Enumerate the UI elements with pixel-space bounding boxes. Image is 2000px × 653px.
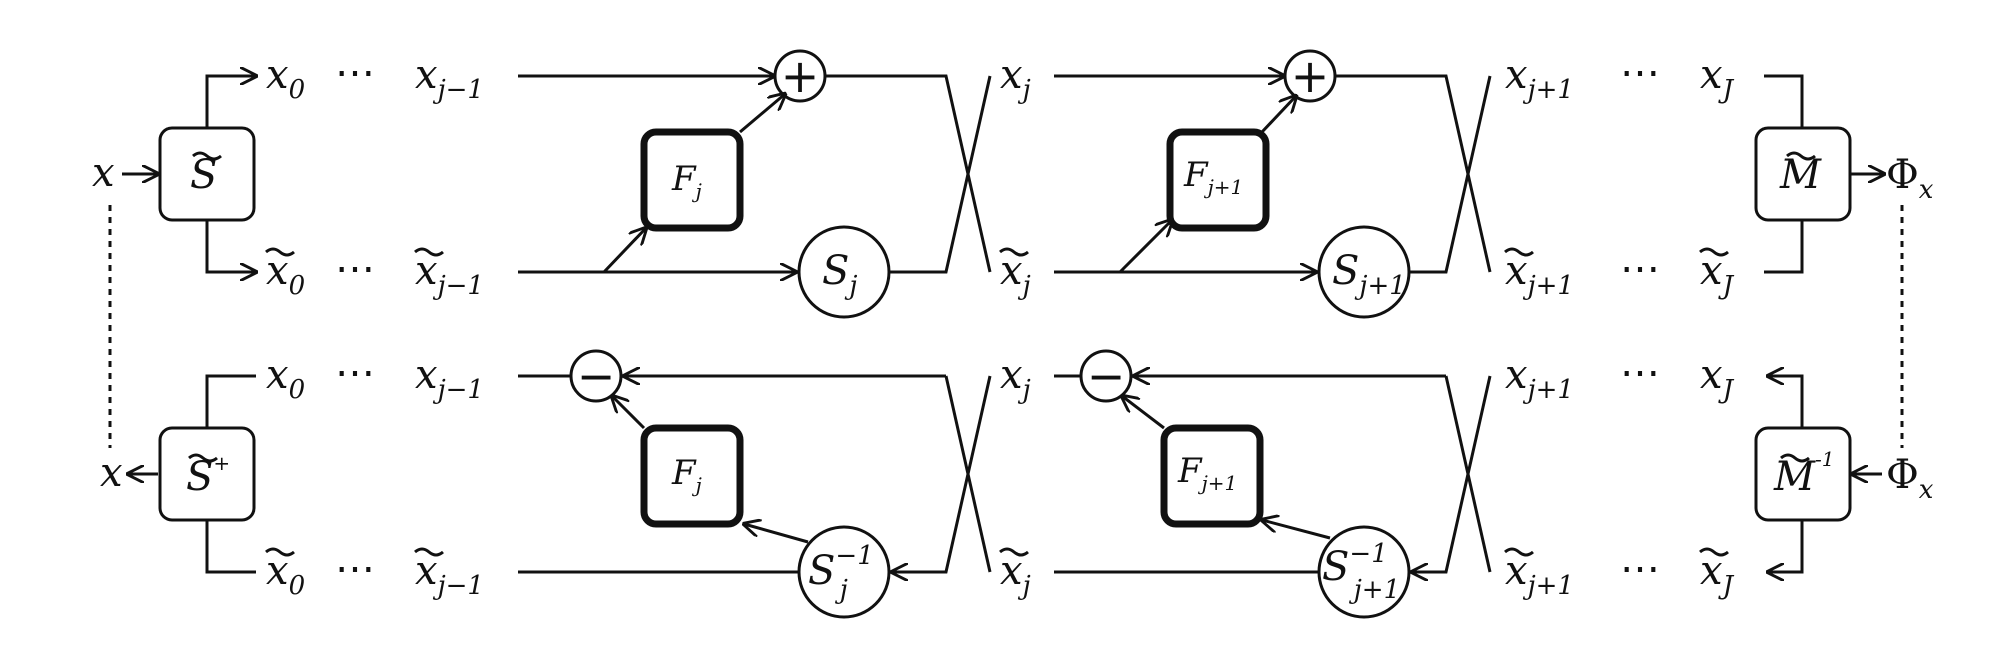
- dots-top-3: ⋯: [1620, 50, 1660, 96]
- invF1-to-minus-arrow: [612, 396, 646, 430]
- tilde-mark: [1699, 547, 1729, 557]
- output-phi-label: Φx: [1886, 152, 1934, 205]
- plus-node-2: [1283, 49, 1337, 103]
- F-block-2: [1166, 128, 1270, 232]
- invS1-to-F-arrow: [744, 524, 809, 544]
- inv-F-block-1: [640, 424, 744, 528]
- xj1-label: xj+1: [1505, 52, 1574, 105]
- inverse-merger-box: [1754, 426, 1852, 522]
- inv-S-block-2: [1317, 525, 1411, 619]
- inverse-merge-top: [205, 374, 256, 428]
- xj-tilde-label: xj: [1000, 248, 1031, 301]
- invF2-to-minus-arrow: [1122, 396, 1165, 430]
- tilde-mark: [265, 247, 295, 257]
- cross-1-b: [889, 75, 992, 274]
- plus-sign: +: [781, 49, 820, 103]
- cross-2-b: [1409, 75, 1492, 274]
- tilde-mark: [1504, 247, 1534, 257]
- inv-xjm1-label: xj−1: [415, 352, 484, 405]
- xjm1-tilde-label: xj−1: [415, 248, 484, 301]
- inv-F-block-2: [1160, 424, 1264, 528]
- inv-cross-1-a: [892, 375, 992, 572]
- inv-xj-label: xj: [1000, 352, 1031, 405]
- branch-arrow-2: [1118, 220, 1172, 274]
- F-block-1: [640, 128, 744, 232]
- S-block-2-label: Sj+1: [1332, 248, 1406, 301]
- inv-xj-tilde-label: xj: [1000, 548, 1031, 601]
- inv-F-block-2-label: Fj+1: [1177, 451, 1237, 495]
- split-bottom-arrow: [205, 220, 256, 272]
- merge-bottom-wire: [1764, 220, 1804, 274]
- forward-pass: x S x0 ⋯ xj−1 x0 ⋯ xj−1 + Fj Sj xj xj: [92, 49, 1934, 319]
- tilde-mark: [999, 547, 1029, 557]
- minus-sign: −: [577, 349, 616, 403]
- F1-to-plus-arrow: [739, 94, 785, 134]
- split-top-arrow: [205, 76, 256, 128]
- inv-xj1-tilde-label: xj+1: [1505, 548, 1574, 601]
- F-block-2-label: Fj+1: [1183, 155, 1243, 199]
- inv-cross-2-a: [1412, 375, 1492, 572]
- inv-xJ-label: xJ: [1700, 352, 1735, 405]
- tilde-mark: [1504, 547, 1534, 557]
- inv-cross-1-b: [944, 375, 992, 573]
- tilde-mark: [1699, 247, 1729, 257]
- xJ-label: xJ: [1700, 52, 1735, 105]
- inv-split-top: [1768, 376, 1804, 428]
- inv-cross-2-b: [1444, 375, 1492, 573]
- inverse-merge-bottom: [205, 520, 256, 574]
- inv-xj1-label: xj+1: [1505, 352, 1574, 405]
- tilde-mark: [192, 151, 222, 161]
- inv-F-block-1-label: Fj: [671, 453, 702, 497]
- minus-sign: −: [1087, 349, 1126, 403]
- F2-to-plus-arrow: [1260, 96, 1296, 134]
- inv-xJ-tilde-label: xJ: [1700, 548, 1735, 601]
- tilde-mark: [1786, 151, 1816, 161]
- inverse-merger-label: M-1: [1773, 447, 1834, 500]
- minus-node-1: [569, 349, 623, 403]
- dots-bottom-2: ⋯: [335, 546, 375, 592]
- xJ-tilde-label: xJ: [1700, 248, 1735, 301]
- merge-top-wire: [1764, 74, 1804, 128]
- xjm1-label: xj−1: [415, 52, 484, 105]
- branch-arrow-1: [602, 228, 646, 274]
- inv-x0-label: x0: [266, 352, 305, 405]
- tilde-mark: [414, 247, 444, 257]
- dots-top-1: ⋯: [335, 50, 375, 96]
- xj-label: xj: [1000, 52, 1031, 105]
- dots-bottom-3: ⋯: [1620, 350, 1660, 396]
- tilde-mark: [999, 247, 1029, 257]
- input-x-label: x: [92, 150, 115, 196]
- inverse-output-x-label: x: [100, 450, 123, 496]
- dots-bottom-1: ⋯: [335, 350, 375, 396]
- cross-1-a: [826, 74, 992, 273]
- x0-label: x0: [266, 52, 305, 105]
- tilde-mark: [265, 547, 295, 557]
- merger-label: M: [1779, 152, 1822, 198]
- plus-node-1: [773, 49, 827, 103]
- F-block-1-label: Fj: [671, 159, 702, 203]
- invS2-to-F-arrow: [1262, 520, 1331, 540]
- tilde-mark: [188, 453, 218, 463]
- plus-sign: +: [1291, 49, 1330, 103]
- inverse-input-phi-label: Φx: [1886, 452, 1934, 505]
- inv-split-bottom: [1768, 520, 1804, 572]
- S-block-1-label: Sj: [822, 248, 857, 301]
- dots-top-4: ⋯: [1620, 246, 1660, 292]
- cross-2-a: [1336, 74, 1492, 273]
- tilde-mark: [414, 547, 444, 557]
- dots-bottom-4: ⋯: [1620, 546, 1660, 592]
- tilde-mark: [1780, 453, 1810, 463]
- inv-x0-tilde-label: x0: [266, 548, 305, 601]
- xj1-tilde-label: xj+1: [1505, 248, 1574, 301]
- inv-S-block-1: [797, 525, 891, 619]
- minus-node-2: [1079, 349, 1133, 403]
- dots-top-2: ⋯: [335, 246, 375, 292]
- x0-tilde-label: x0: [266, 248, 305, 301]
- inv-xjm1-tilde-label: xj−1: [415, 548, 484, 601]
